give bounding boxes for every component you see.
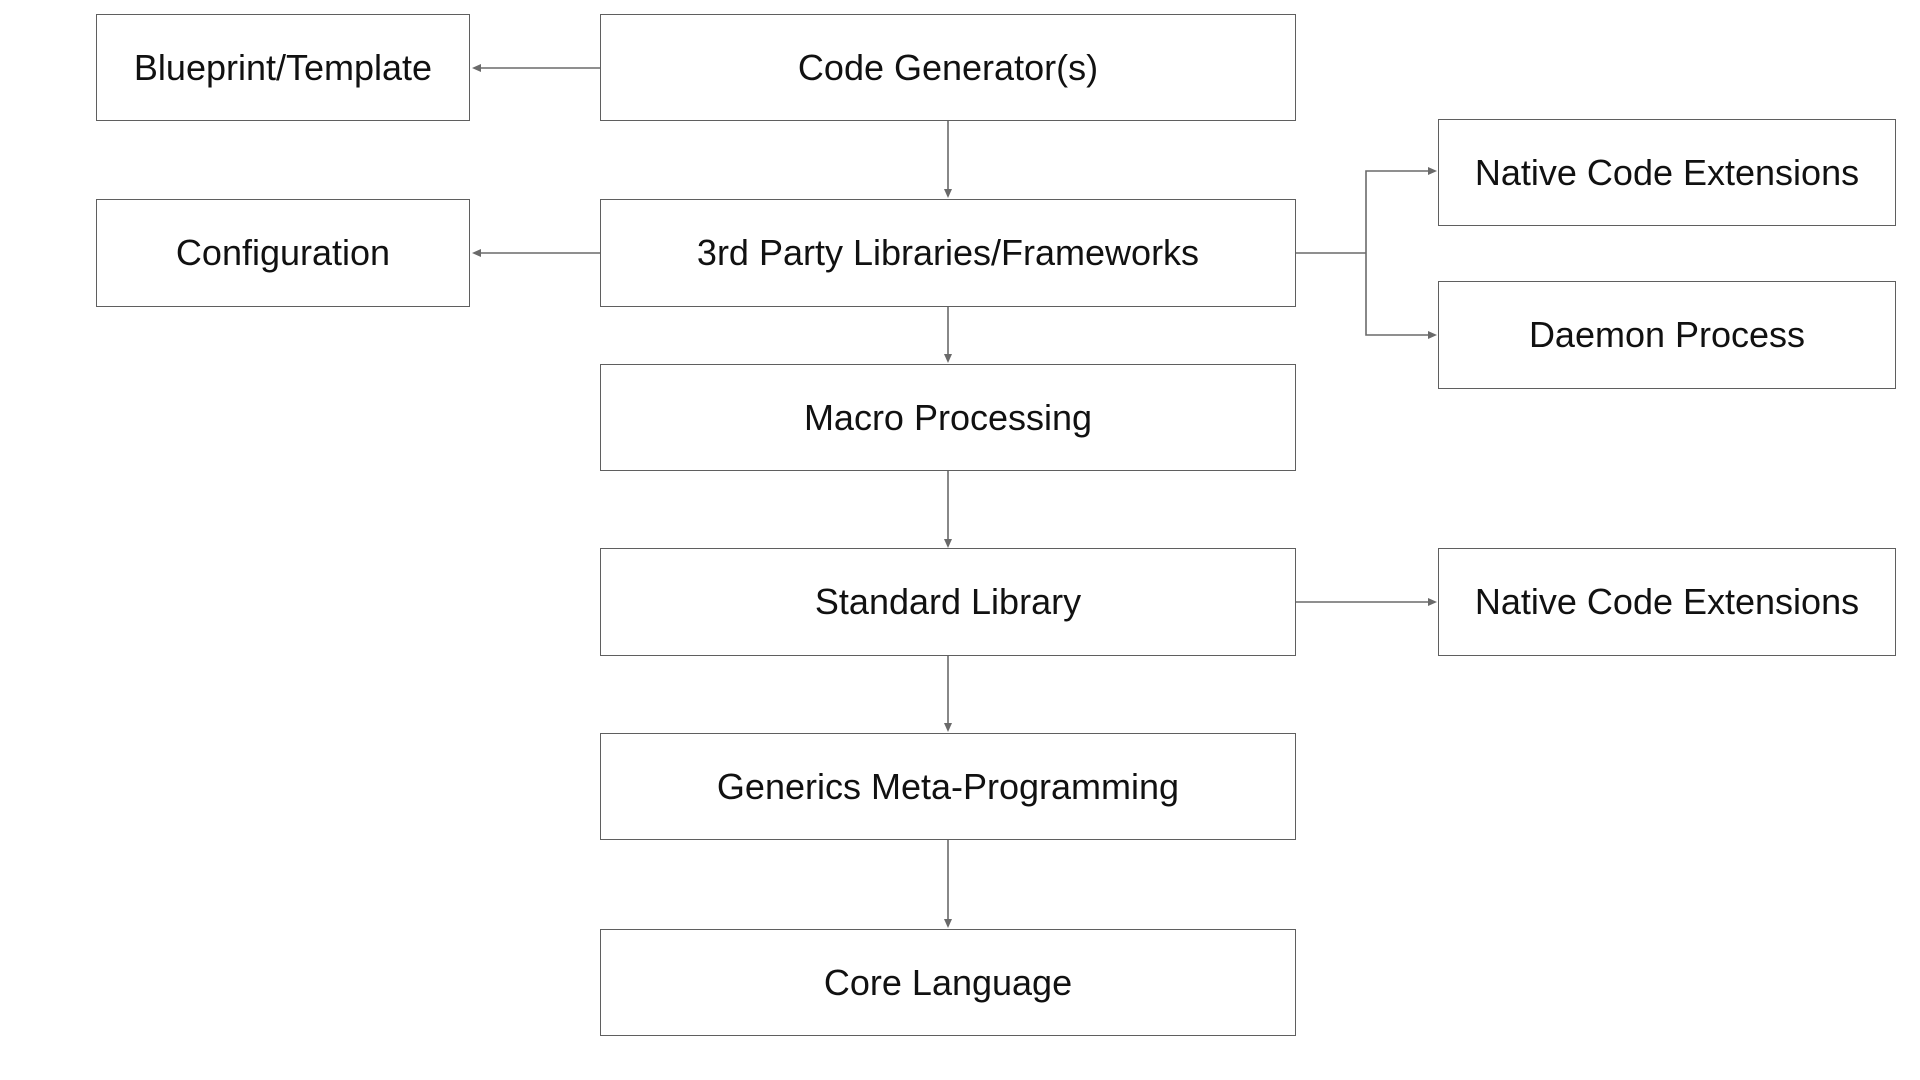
node-label: Macro Processing (803, 396, 1093, 438)
arrowhead-stdlib (944, 539, 952, 548)
node-daemon-process: Daemon Process (1438, 281, 1896, 389)
arrowhead-blueprint (472, 64, 481, 72)
node-label: 3rd Party Libraries/Frameworks (696, 232, 1200, 273)
node-third-party-libraries: 3rd Party Libraries/Frameworks (600, 199, 1296, 307)
node-macro-processing: Macro Processing (600, 364, 1296, 471)
edge-branch-to-native-top (1365, 170, 1428, 253)
node-generics-meta-programming: Generics Meta-Programming (600, 733, 1296, 840)
arrowhead-native-top (1428, 167, 1437, 175)
arrowhead-macro (944, 354, 952, 363)
node-native-code-extensions-top: Native Code Extensions (1438, 119, 1896, 226)
arrowhead-generics (944, 723, 952, 732)
node-blueprint-template: Blueprint/Template (96, 14, 470, 121)
node-code-generators: Code Generator(s) (600, 14, 1296, 121)
node-native-code-extensions-bottom: Native Code Extensions (1438, 548, 1896, 656)
arrowhead-daemon (1428, 331, 1437, 339)
node-standard-library: Standard Library (600, 548, 1296, 656)
edge-branch-to-daemon (1365, 253, 1428, 336)
arrowhead-native-bottom (1428, 598, 1437, 606)
node-label: Native Code Extensions (1474, 151, 1860, 193)
node-core-language: Core Language (600, 929, 1296, 1036)
arrowhead-configuration (472, 249, 481, 257)
node-configuration: Configuration (96, 199, 470, 307)
arrowhead-thirdparty (944, 189, 952, 198)
node-label: Configuration (175, 232, 391, 273)
node-label: Standard Library (814, 581, 1082, 622)
node-label: Daemon Process (1528, 314, 1806, 355)
node-label: Blueprint/Template (133, 46, 433, 88)
node-label: Native Code Extensions (1474, 581, 1860, 622)
node-label: Code Generator(s) (797, 46, 1099, 88)
node-label: Generics Meta-Programming (716, 765, 1180, 807)
arrowhead-core (944, 919, 952, 928)
node-label: Core Language (823, 961, 1073, 1003)
